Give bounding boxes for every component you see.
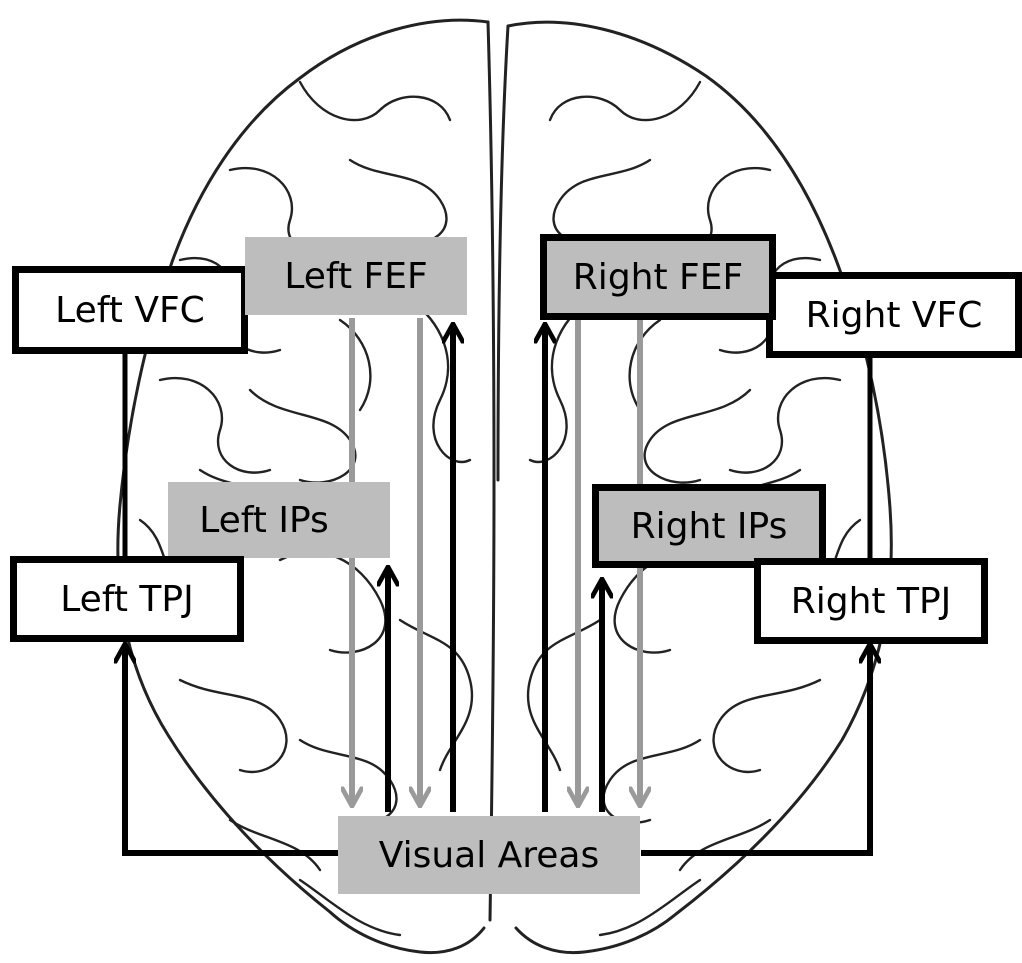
right-fef-box: Right FEF	[540, 234, 776, 320]
left-vfc-box: Left VFC	[12, 266, 248, 354]
right-tpj-box: Right TPJ	[754, 558, 988, 644]
left-vfc-label: Left VFC	[55, 290, 205, 331]
longitudinal-fissure	[488, 22, 494, 920]
left-tpj-box: Left TPJ	[10, 556, 244, 642]
left-ips-label: Left IPs	[199, 500, 329, 541]
longitudinal-fissure-right	[498, 26, 508, 480]
left-ips-box: Left IPs	[168, 482, 390, 558]
left-fef-label: Left FEF	[284, 256, 427, 297]
right-vfc-box: Right VFC	[766, 272, 1022, 358]
left-tpj-label: Left TPJ	[60, 579, 194, 620]
right-vfc-label: Right VFC	[806, 295, 983, 336]
right-ips-label: Right IPs	[631, 506, 788, 547]
visual-areas-label: Visual Areas	[379, 835, 600, 876]
right-tpj-label: Right TPJ	[791, 581, 952, 622]
left-fef-box: Left FEF	[245, 237, 467, 315]
right-ips-box: Right IPs	[592, 484, 826, 568]
visual-areas-box: Visual Areas	[338, 816, 640, 894]
right-fef-label: Right FEF	[573, 257, 743, 298]
